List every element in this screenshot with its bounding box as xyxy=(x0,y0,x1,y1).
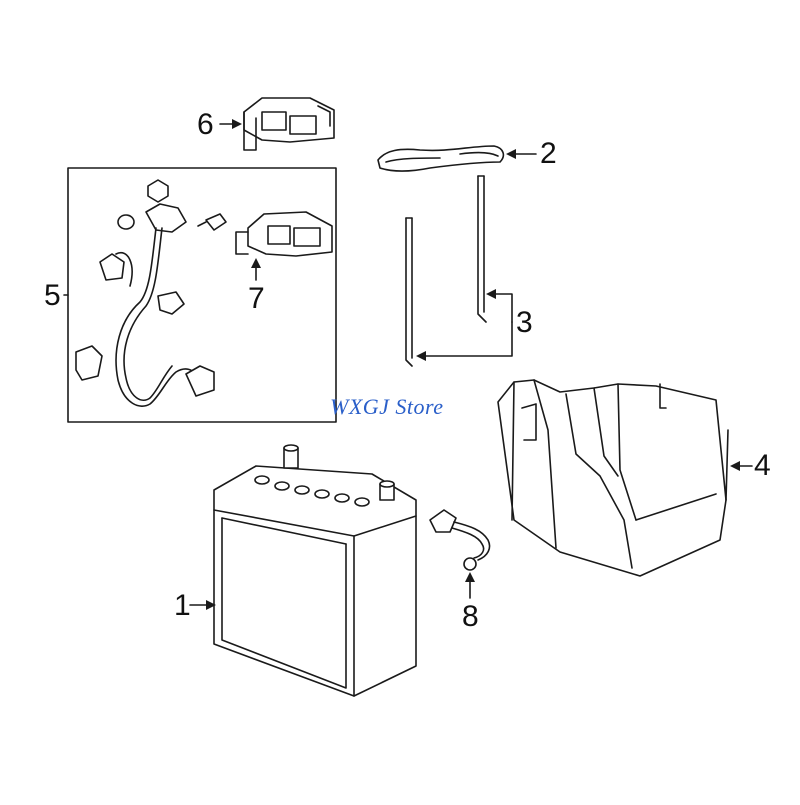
battery-hold-down-rods xyxy=(405,175,487,367)
callout-5: 5 xyxy=(44,279,61,312)
battery xyxy=(213,444,417,697)
fuse-box-top-part xyxy=(243,97,335,151)
store-watermark: WXGJ Store xyxy=(330,394,444,419)
callout-3: 3 xyxy=(516,306,533,339)
battery-cable-assembly xyxy=(75,179,227,407)
callout-6: 6 xyxy=(197,108,214,141)
battery-ground-cable xyxy=(429,509,491,571)
battery-tray xyxy=(497,379,729,577)
callout-2: 2 xyxy=(540,137,557,170)
callout-1: 1 xyxy=(174,589,191,622)
fuse-box-part xyxy=(235,211,333,257)
callout-4: 4 xyxy=(754,449,771,482)
callout-8: 8 xyxy=(462,600,479,633)
leader-lines xyxy=(63,119,753,610)
callout-7: 7 xyxy=(248,282,265,315)
battery-hold-down-bracket xyxy=(377,145,505,172)
